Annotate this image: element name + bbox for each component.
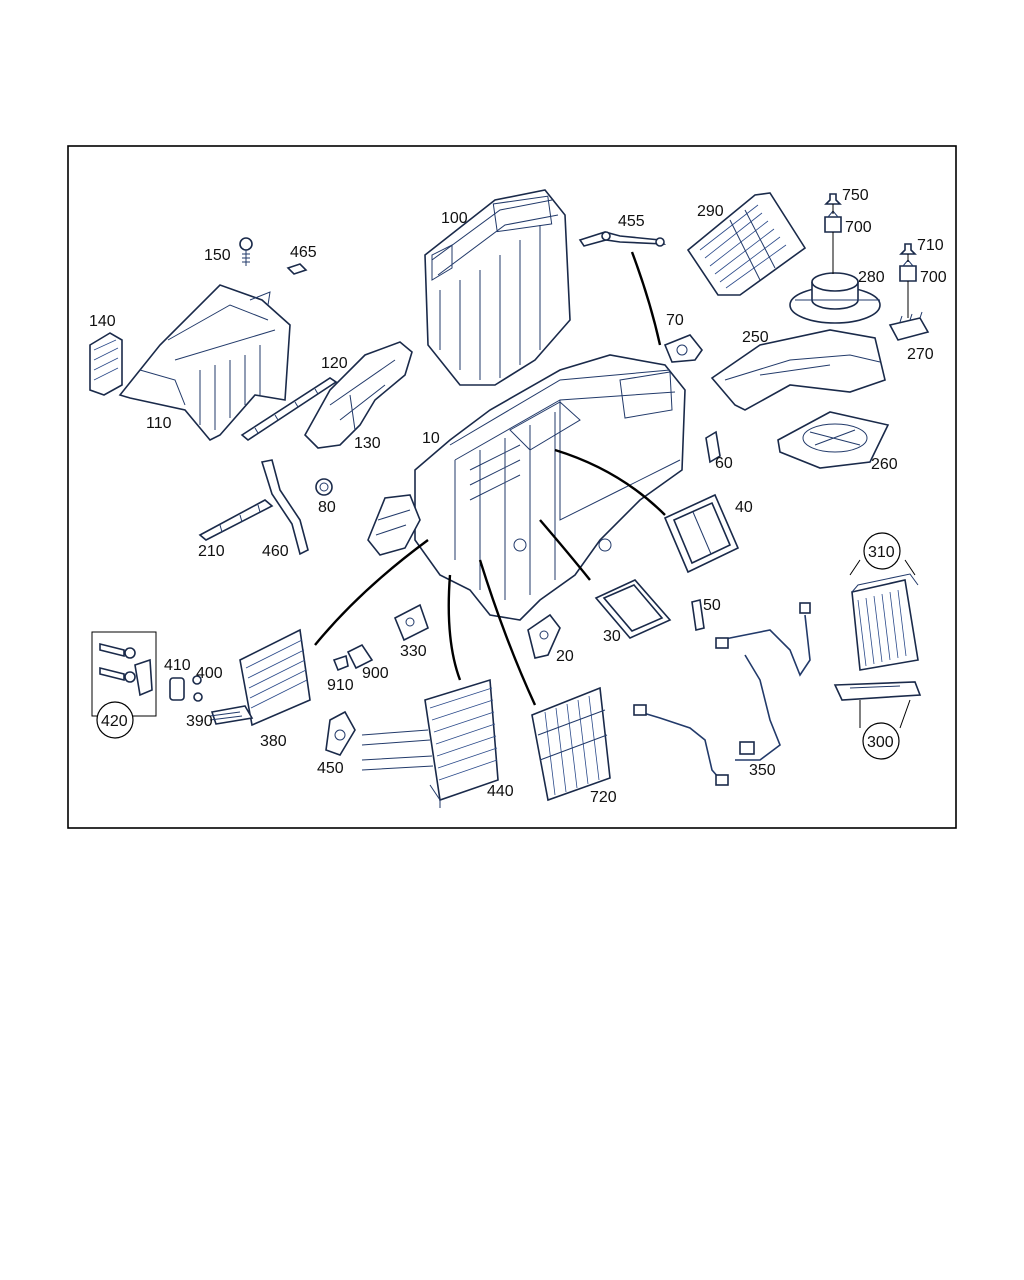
callout-280: 280 (858, 269, 885, 286)
callout-270: 270 (907, 346, 934, 363)
callout-120: 120 (321, 355, 348, 372)
part-380-evaporator (209, 628, 311, 727)
callout-465: 465 (290, 244, 317, 261)
callout-390: 390 (186, 713, 213, 730)
callout-circles (96, 532, 901, 760)
part-120-rail (240, 377, 338, 441)
part-410-valve (169, 675, 203, 702)
callout-420: 420 (101, 713, 128, 730)
callout-410: 410 (164, 657, 191, 674)
callout-labels: 10 20 30 40 50 60 70 80 100 110 120 130 … (89, 187, 947, 806)
callout-380: 380 (260, 733, 287, 750)
part-260-blower-housing (777, 411, 890, 469)
callout-750: 750 (842, 187, 869, 204)
callout-60: 60 (715, 455, 733, 472)
callout-50: 50 (703, 597, 721, 614)
callout-450: 450 (317, 760, 344, 777)
callout-110: 110 (146, 415, 172, 432)
part-290-filter-frame (686, 192, 807, 296)
part-720-ptc-heater (531, 686, 611, 802)
callout-260: 260 (871, 456, 898, 473)
part-460-hose (260, 459, 309, 556)
callout-440: 440 (487, 783, 514, 800)
part-440-heater-core (361, 678, 499, 808)
part-30-gasket (594, 579, 672, 639)
callout-40: 40 (735, 499, 753, 516)
part-40-gasket (663, 493, 740, 574)
callout-100: 100 (441, 210, 468, 227)
part-150-screw (239, 237, 253, 266)
part-310-filter (851, 573, 919, 671)
callout-70: 70 (666, 312, 684, 329)
part-210-strip (198, 499, 274, 541)
callout-30: 30 (603, 628, 621, 645)
callout-130: 130 (354, 435, 381, 452)
callout-455: 455 (618, 213, 645, 230)
callout-720: 720 (590, 789, 617, 806)
part-130-duct (304, 341, 413, 449)
part-80-knob (315, 478, 333, 496)
callout-400: 400 (196, 665, 223, 682)
part-330-servo (393, 603, 429, 642)
callout-10: 10 (422, 430, 440, 447)
callout-80: 80 (318, 499, 336, 516)
callout-290: 290 (697, 203, 724, 220)
part-280-blower (789, 272, 881, 324)
part-750-bulb-icon (824, 193, 842, 205)
part-250-blower-cover (710, 329, 886, 411)
part-110-housing (118, 284, 291, 441)
callout-910: 910 (327, 677, 354, 694)
callout-310: 310 (868, 544, 895, 561)
part-100-upper-housing (424, 189, 571, 386)
part-140-flap (89, 332, 123, 396)
part-10-main-housing (414, 354, 686, 621)
callout-330: 330 (400, 643, 427, 660)
part-70-actuator (663, 334, 703, 363)
callout-710: 710 (917, 237, 944, 254)
callout-250: 250 (742, 329, 769, 346)
leader-lines (314, 204, 916, 729)
callout-900: 900 (362, 665, 389, 682)
part-10-side-duct (367, 494, 421, 556)
callout-350: 350 (749, 762, 776, 779)
callout-20: 20 (556, 648, 574, 665)
part-60-bracket (705, 430, 721, 464)
part-450-seal (325, 710, 356, 756)
callout-210: 210 (198, 543, 225, 560)
callout-700-a: 700 (845, 219, 872, 236)
part-455-hose (578, 231, 667, 247)
part-270-resistor (888, 311, 930, 341)
part-465-clip (286, 263, 308, 275)
callout-700-b: 700 (920, 269, 947, 286)
part-300-cover (833, 681, 922, 701)
part-700-socket-icon-2 (899, 259, 917, 282)
callout-300: 300 (867, 734, 894, 751)
part-350-harness (633, 602, 811, 786)
callout-150: 150 (204, 247, 231, 264)
part-900-sensor (332, 643, 374, 672)
callout-140: 140 (89, 313, 116, 330)
part-50-sensor (691, 599, 705, 631)
callout-460: 460 (262, 543, 289, 560)
part-20-lever (527, 613, 561, 659)
part-710-bulb-icon (899, 243, 917, 255)
